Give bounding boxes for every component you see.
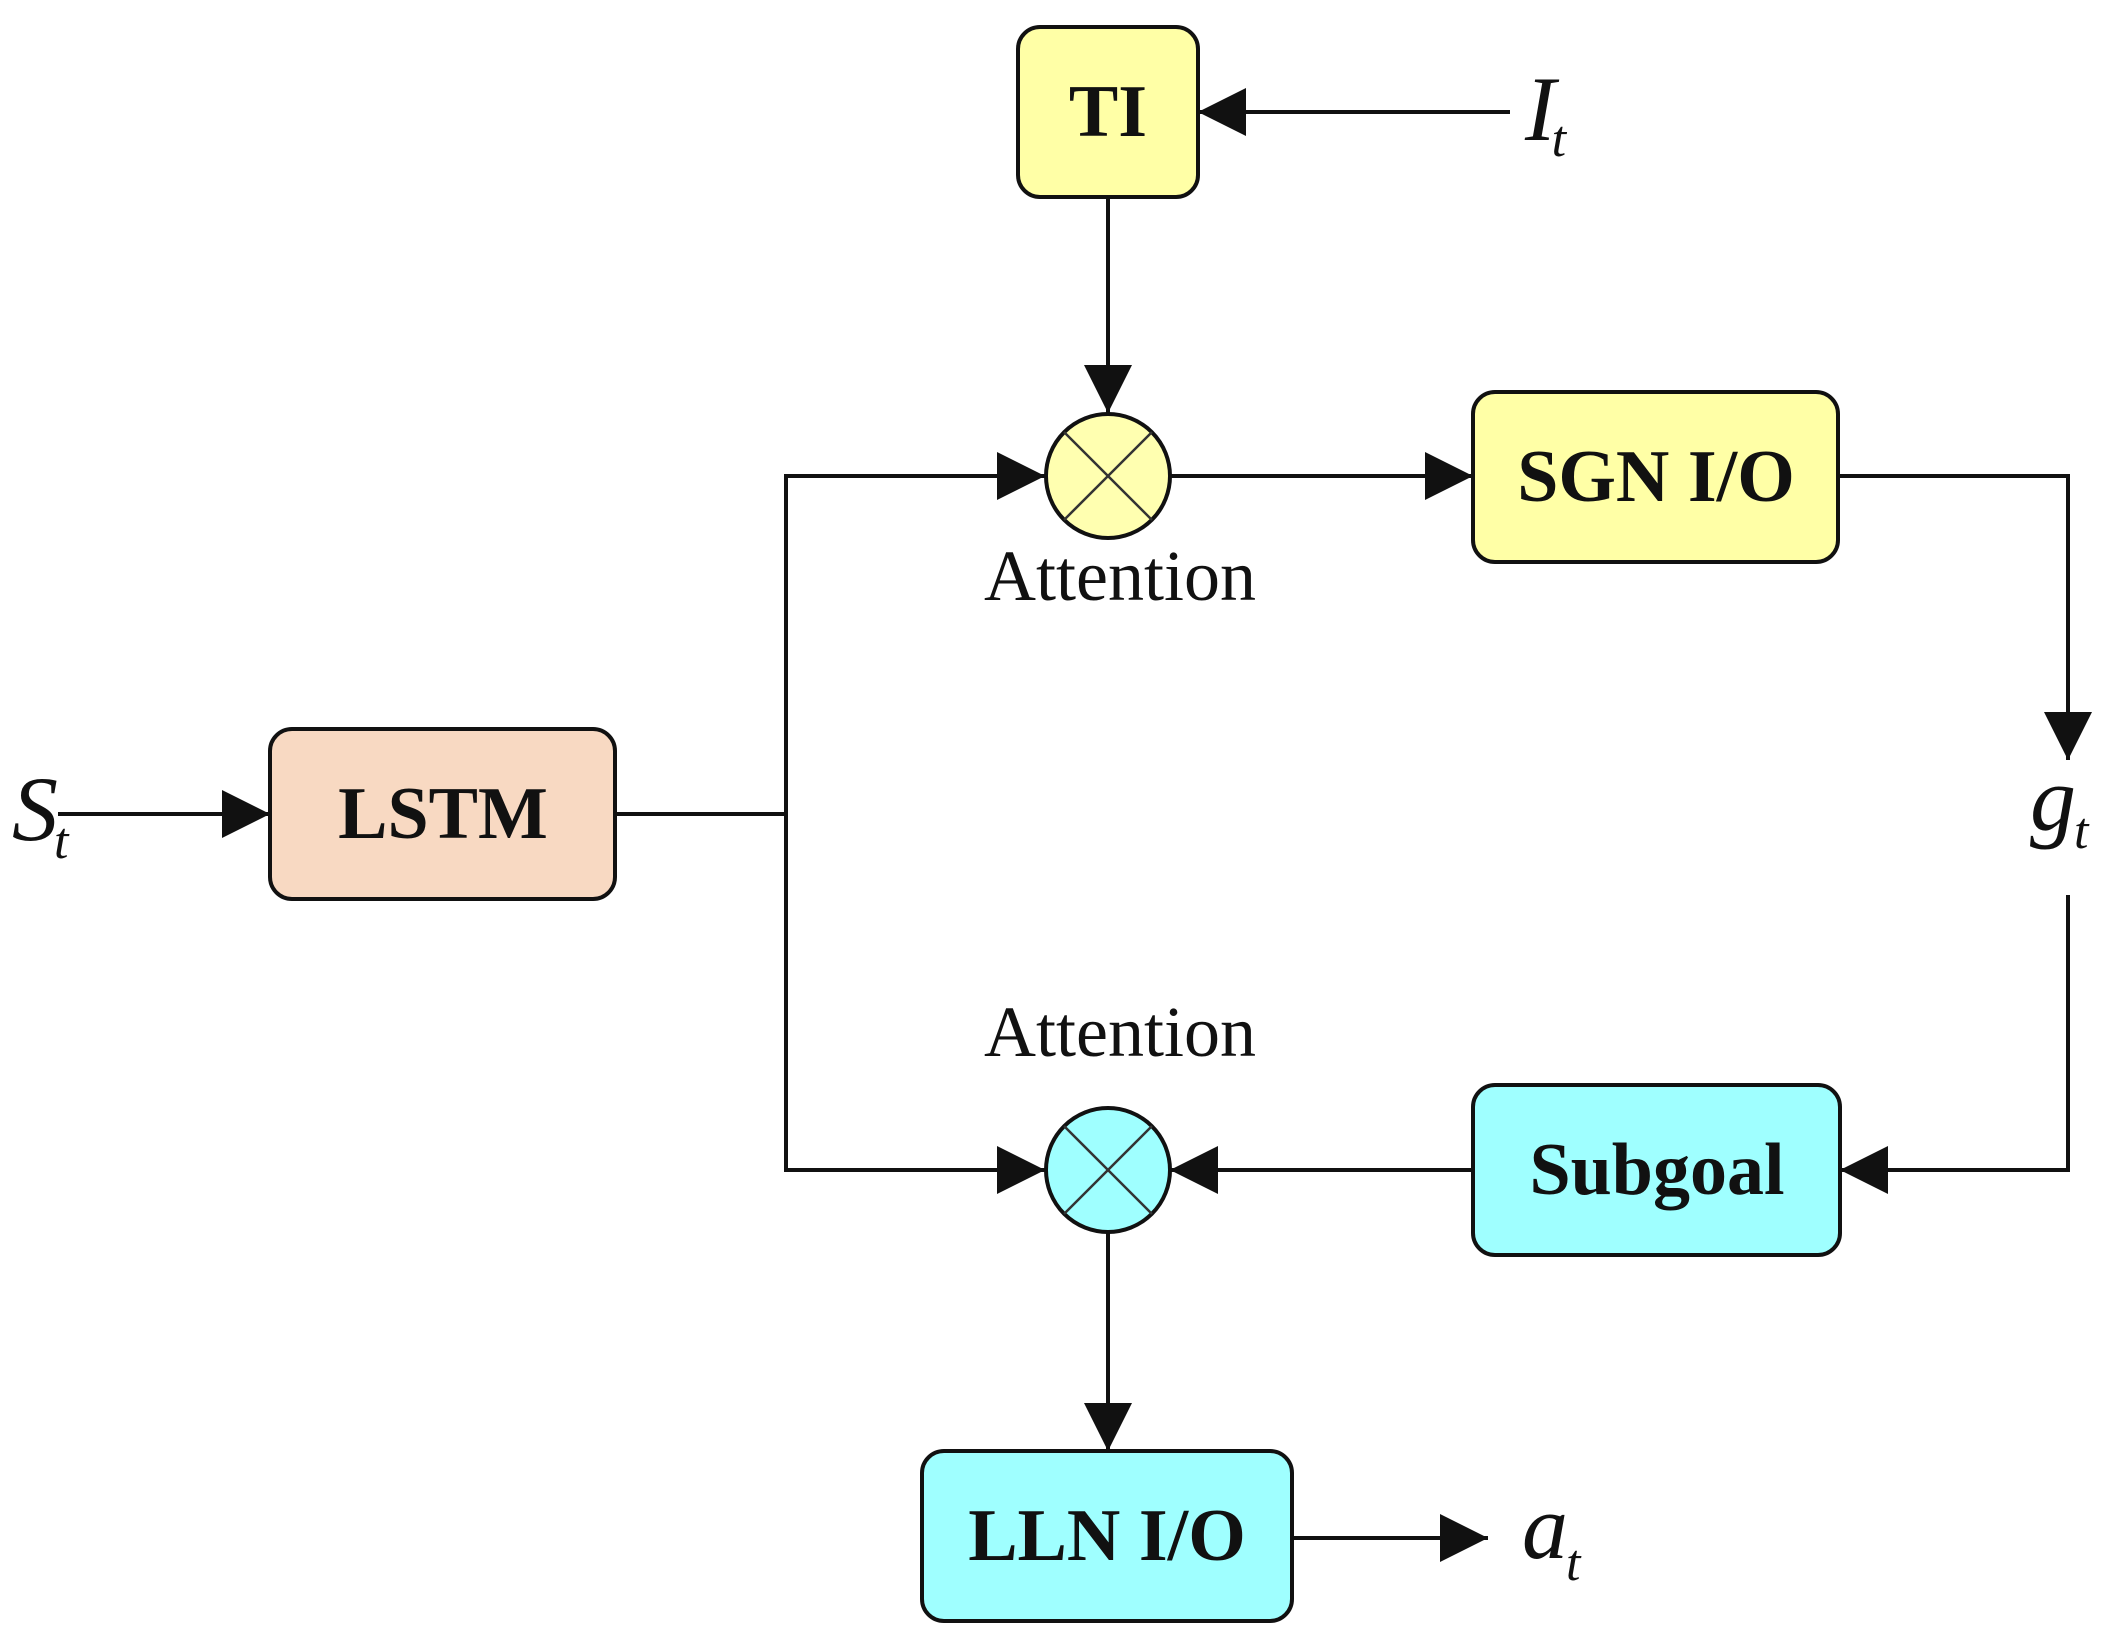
- attention-bottom-label: Attention: [984, 992, 1256, 1072]
- arrow-lstm-to-attention-bottom: [784, 814, 1045, 1194]
- lstm-box: LSTM: [268, 727, 617, 901]
- attention-node-top: [1044, 412, 1172, 540]
- ti-box: TI: [1016, 25, 1200, 199]
- sgn-io-box: SGN I/O: [1471, 390, 1840, 564]
- attention-node-bottom: [1044, 1106, 1172, 1234]
- arrow-sgn-to-gt: [1838, 474, 2092, 760]
- lln-io-box: LLN I/O: [920, 1449, 1294, 1623]
- arrow-gt-to-subgoal: [1840, 895, 2070, 1194]
- var-st: St: [12, 758, 70, 870]
- arrow-lstm-to-attention-top: [784, 452, 1045, 814]
- var-at: at: [1522, 1476, 1582, 1592]
- lln-io-label: LLN I/O: [968, 1495, 1246, 1577]
- sgn-io-label: SGN I/O: [1517, 436, 1795, 518]
- attention-top-label: Attention: [984, 536, 1256, 616]
- ti-label: TI: [1069, 71, 1147, 153]
- lstm-label: LSTM: [338, 773, 548, 855]
- var-gt: gt: [2030, 748, 2090, 860]
- var-it: It: [1524, 58, 1568, 168]
- subgoal-label: Subgoal: [1529, 1129, 1784, 1211]
- subgoal-box: Subgoal: [1471, 1083, 1842, 1257]
